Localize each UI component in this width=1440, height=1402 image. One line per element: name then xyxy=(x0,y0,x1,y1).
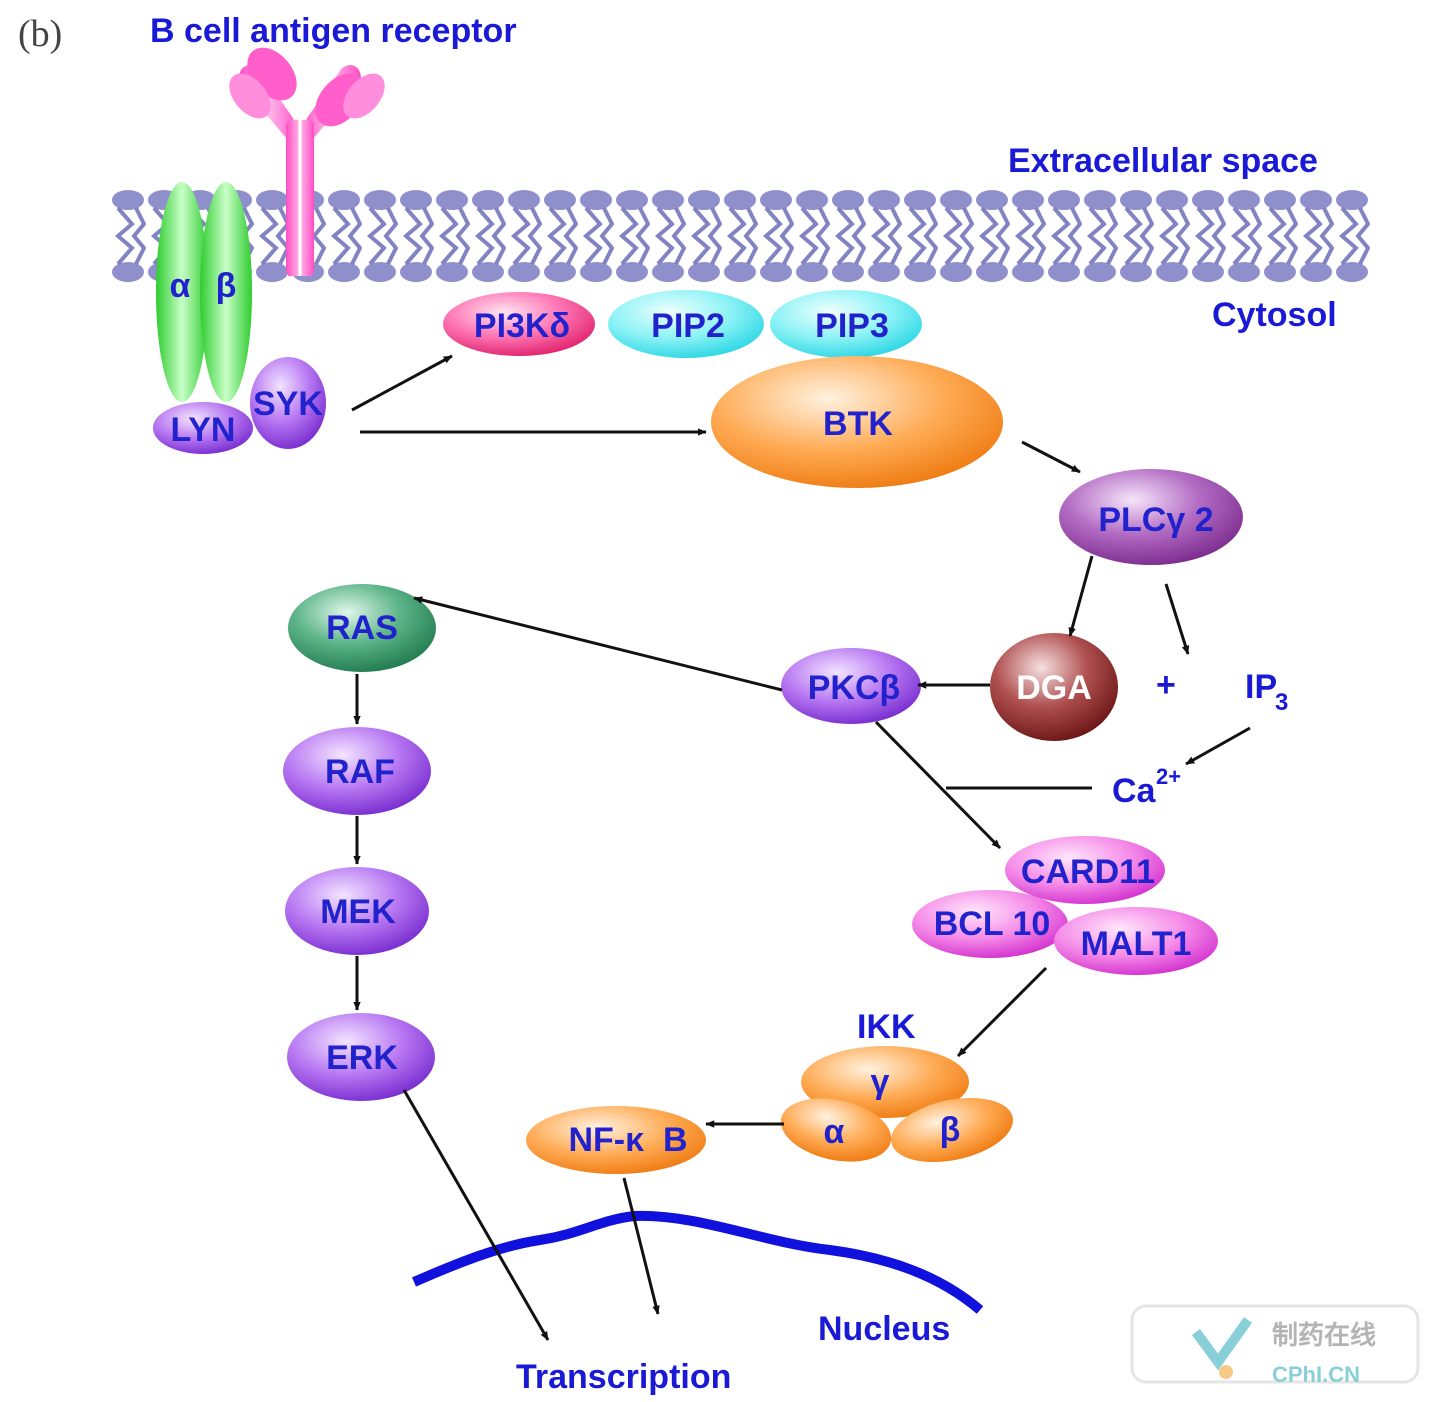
node-plcg2: PLCγ 2 xyxy=(1059,469,1243,565)
ikk-beta-label: β xyxy=(940,1111,961,1149)
watermark-dot-icon xyxy=(1219,1365,1233,1379)
transcription-label: Transcription xyxy=(516,1358,731,1396)
node-pi3k: PI3Kδ xyxy=(443,292,595,356)
b-cell-receptor xyxy=(229,47,385,276)
arrow-pkcb-to-card11 xyxy=(874,720,1002,850)
arrow-malt1-to-ikk xyxy=(956,966,1048,1058)
watermark-chinese: 制药在线 xyxy=(1272,1320,1376,1350)
node-erk: ERK xyxy=(287,1013,435,1101)
ikk-alpha-label: α xyxy=(824,1113,845,1151)
nuclear-envelope xyxy=(412,1210,984,1314)
arrow-pkcb-to-ras xyxy=(413,596,783,692)
ip3-label: IP xyxy=(1245,668,1277,706)
node-mek-label: MEK xyxy=(320,893,396,931)
ig-alpha-chain: α xyxy=(156,182,208,402)
node-nfkb-label: NF-κ B xyxy=(568,1121,687,1159)
ikk-alpha: α xyxy=(780,1098,892,1162)
ip3-label-group: IP 3 xyxy=(1245,668,1288,716)
arrow-plcg2-to-ip3 xyxy=(1164,583,1190,655)
calcium-label: Ca xyxy=(1112,772,1157,810)
node-syk-label: SYK xyxy=(253,385,323,423)
node-pip3-label: PIP3 xyxy=(815,307,889,345)
nucleus-label: Nucleus xyxy=(818,1310,950,1348)
node-pip2-label: PIP2 xyxy=(651,307,725,345)
arrow-ip3-to-calcium xyxy=(1185,726,1251,766)
node-malt1-label: MALT1 xyxy=(1081,925,1192,963)
node-pip2: PIP2 xyxy=(608,290,764,358)
node-pip3: PIP3 xyxy=(770,290,922,358)
node-raf: RAF xyxy=(283,727,431,815)
node-dga: DGA xyxy=(990,633,1118,741)
node-card11: CARD11 xyxy=(1005,836,1165,904)
calcium-superscript: 2+ xyxy=(1156,764,1181,789)
node-dga-label: DGA xyxy=(1016,669,1092,707)
ikk-label: IKK xyxy=(857,1008,916,1046)
cell-membrane xyxy=(110,188,1370,284)
ig-beta-chain: β xyxy=(200,182,252,402)
node-bcl10-label: BCL 10 xyxy=(934,905,1051,943)
node-plcg2-label: PLCγ 2 xyxy=(1098,501,1213,539)
node-lyn-label: LYN xyxy=(171,411,236,449)
plus-sign: + xyxy=(1156,666,1176,704)
node-card11-label: CARD11 xyxy=(1021,853,1155,891)
ikk-gamma-label: γ xyxy=(871,1063,890,1101)
node-erk-label: ERK xyxy=(326,1039,398,1077)
node-ras: RAS xyxy=(288,584,436,672)
node-ras-label: RAS xyxy=(326,609,398,647)
node-malt1: MALT1 xyxy=(1054,907,1218,975)
node-pi3k-label: PI3Kδ xyxy=(474,307,570,345)
node-raf-label: RAF xyxy=(325,753,395,791)
receptor-title: B cell antigen receptor xyxy=(150,12,517,50)
node-nfkb: NF-κ B xyxy=(526,1106,706,1174)
node-pkcb: PKCβ xyxy=(781,648,921,724)
node-bcl10: BCL 10 xyxy=(912,890,1068,958)
ig-beta-label: β xyxy=(216,267,237,305)
watermark-logo: 制药在线 CPhI.CN xyxy=(1130,1304,1420,1387)
node-syk: SYK xyxy=(250,357,326,449)
arrow-syk-to-pi3k xyxy=(351,354,453,412)
arrow-plcg2-to-dga xyxy=(1068,555,1094,637)
node-mek: MEK xyxy=(285,867,429,955)
node-pkcb-label: PKCβ xyxy=(808,669,901,707)
calcium-label-group: Ca 2+ xyxy=(1112,764,1181,810)
panel-label: (b) xyxy=(18,13,62,55)
ikk-gamma: γ xyxy=(801,1046,969,1118)
arrow-erk-to-transcription xyxy=(402,1089,550,1341)
ip3-subscript: 3 xyxy=(1275,689,1288,716)
arrow-btk-to-plcg2 xyxy=(1021,440,1081,474)
node-btk-label: BTK xyxy=(823,405,893,443)
watermark-brand: CPhI.CN xyxy=(1272,1362,1360,1387)
node-lyn: LYN xyxy=(153,402,253,454)
extracellular-label: Extracellular space xyxy=(1008,142,1318,180)
arrow-nfkb-to-transcription xyxy=(622,1177,660,1315)
ig-alpha-label: α xyxy=(170,267,191,305)
cytosol-label: Cytosol xyxy=(1212,296,1337,334)
node-btk: BTK xyxy=(711,356,1003,488)
ikk-beta: β xyxy=(891,1097,1013,1163)
